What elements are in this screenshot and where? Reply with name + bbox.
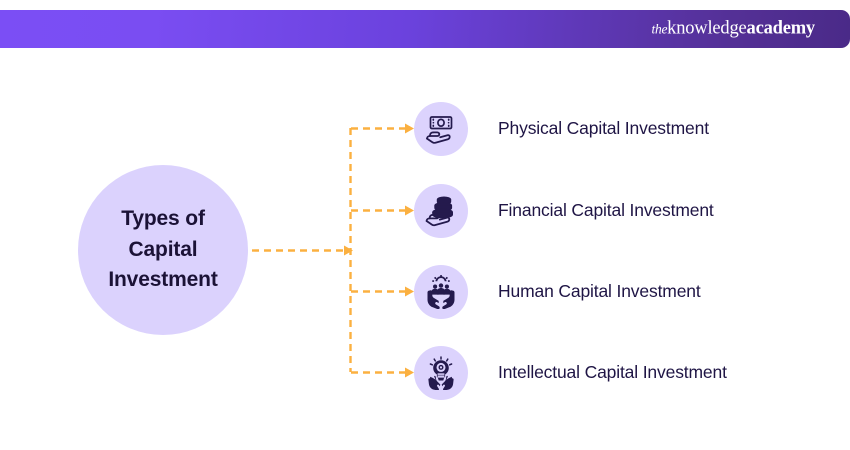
header-bar: theknowledgeacademy bbox=[0, 10, 850, 48]
hub-title-line-1: Types of bbox=[121, 207, 205, 231]
branch-label-intellectual: Intellectual Capital Investment bbox=[498, 361, 727, 382]
arrowhead-branch-4 bbox=[405, 367, 414, 378]
hub-title-line-2: Capital bbox=[128, 237, 198, 261]
hub-title: Types of Capital Investment bbox=[93, 204, 233, 295]
icon-bubble-intellectual bbox=[414, 345, 468, 400]
branch-label-financial: Financial Capital Investment bbox=[498, 199, 714, 220]
branch-label-physical: Physical Capital Investment bbox=[498, 117, 709, 138]
branch-item-physical: Physical Capital Investment bbox=[414, 101, 709, 156]
hands-holding-people-gear-icon bbox=[427, 274, 455, 309]
branch-item-financial: Financial Capital Investment bbox=[414, 183, 714, 238]
brand-logo-prefix: the bbox=[651, 21, 668, 37]
icon-bubble-financial bbox=[414, 183, 468, 238]
branch-item-human: Human Capital Investment bbox=[414, 264, 701, 319]
arrowhead-branch-2 bbox=[405, 205, 414, 216]
icon-bubble-physical bbox=[414, 101, 468, 156]
lightbulb-gear-hands-icon bbox=[428, 355, 454, 390]
icon-bubble-human bbox=[414, 264, 468, 319]
branch-item-intellectual: Intellectual Capital Investment bbox=[414, 345, 727, 400]
connector-arrowheads bbox=[344, 123, 414, 378]
hand-holding-banknote-icon bbox=[426, 115, 453, 144]
arrowhead-branch-1 bbox=[405, 123, 414, 134]
branch-label-human: Human Capital Investment bbox=[498, 280, 701, 301]
brand-logo-word-knowledge: knowledge bbox=[667, 18, 747, 39]
brand-logo-word-academy: academy bbox=[746, 18, 816, 39]
arrowhead-branch-3 bbox=[405, 286, 414, 297]
brand-logo: theknowledgeacademy bbox=[651, 18, 816, 39]
hub-circle: Types of Capital Investment bbox=[78, 165, 248, 335]
hand-holding-coin-stack-icon bbox=[425, 195, 454, 226]
hub-title-line-3: Investment bbox=[108, 268, 218, 292]
arrowhead-hub bbox=[344, 245, 353, 256]
